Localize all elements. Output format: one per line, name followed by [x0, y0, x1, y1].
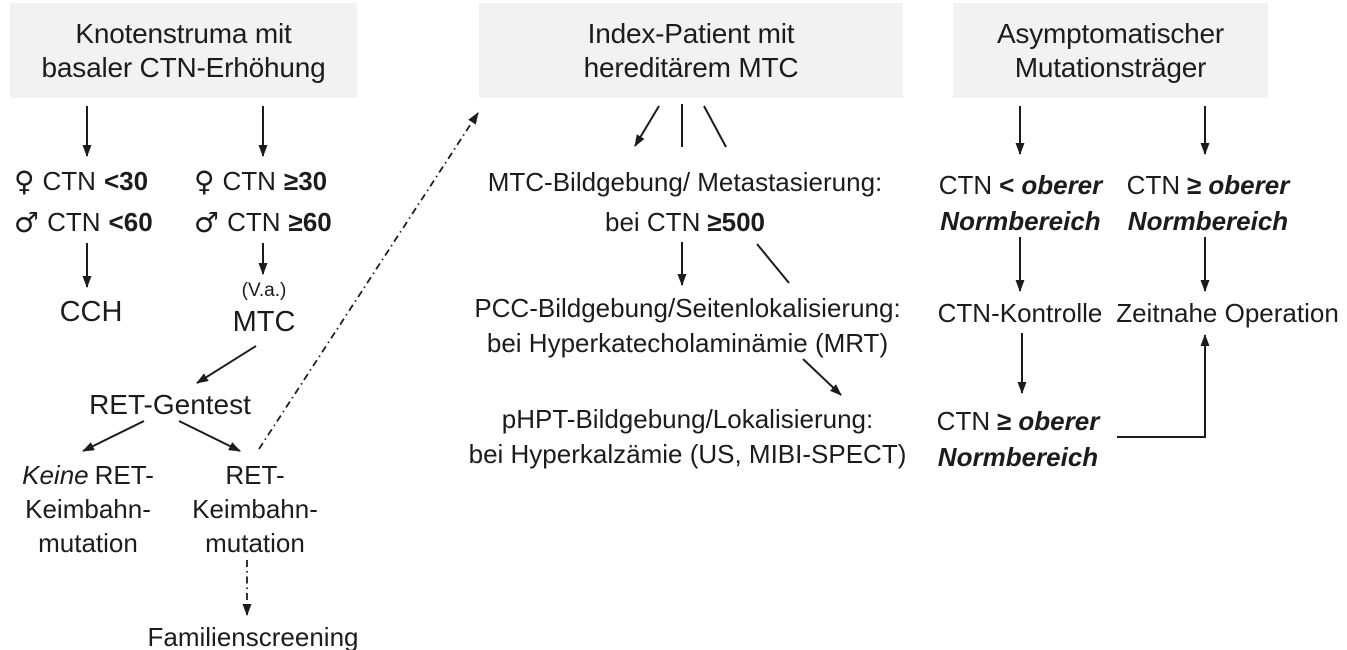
arrow-rettest-to-no-germline — [82, 420, 145, 452]
node-operation: Zeitnahe Operation — [1116, 298, 1339, 328]
male-icon: ♂ — [194, 205, 220, 239]
no-germline-line2: Keimbahn- — [25, 494, 151, 524]
criteria-low-block: ♀ CTN <30 ♂ CTN <60 — [14, 161, 153, 243]
node-no-germline-mutation: Keine RET- Keimbahn- mutation — [7, 458, 169, 560]
header-knotenstruma-line1: Knotenstruma mit — [75, 17, 292, 49]
node-phpt-imaging: pHPT-Bildgebung/Lokalisierung: bei Hyper… — [455, 402, 920, 472]
ctn-rise-term2: Normbereich — [937, 442, 1099, 472]
criteria-high-male: ♂ CTN ≥60 — [194, 202, 332, 243]
ctn-above-op: ≥ — [1187, 170, 1202, 200]
ctn-above-term2: Normbereich — [1127, 206, 1289, 236]
arrow-pcc-to-phpt — [802, 358, 842, 396]
no-germline-line1: Keine RET- — [7, 458, 169, 492]
ctn-above-line1: CTN ≥ oberer — [1118, 167, 1298, 203]
ctn-above-label: CTN — [1126, 170, 1181, 200]
header-knotenstruma-line2: basaler CTN-Erhöhung — [41, 51, 326, 83]
node-ctn-below-normal: CTN < oberer Normbereich — [928, 167, 1113, 239]
header-index-line1: Index-Patient mit — [587, 17, 795, 49]
header-knotenstruma: Knotenstruma mit basaler CTN-Erhöhung — [10, 3, 357, 98]
mtc-imaging-line2-value: ≥500 — [707, 207, 765, 237]
germline-line1: RET- — [225, 460, 285, 490]
line-mtc-imaging-diagonal — [756, 243, 790, 284]
criteria-high-female-value: ≥30 — [283, 166, 328, 196]
ctn-below-op: < — [999, 170, 1015, 200]
phpt-imaging-line1: pHPT-Bildgebung/Lokalisierung: — [501, 404, 874, 434]
node-cch: CCH — [59, 296, 123, 328]
ctn-rise-line1: CTN ≥ oberer — [928, 403, 1108, 439]
criteria-high-male-label: CTN — [227, 207, 281, 237]
ctn-rise-label: CTN — [936, 406, 991, 436]
criteria-high-male-value: ≥60 — [288, 207, 332, 237]
criteria-high-female-label: CTN — [222, 166, 276, 196]
node-ret-gentest: RET-Gentest — [89, 389, 251, 420]
node-mtc-imaging: MTC-Bildgebung/ Metastasierung: bei CTN … — [460, 162, 910, 242]
mtc-imaging-line1: MTC-Bildgebung/ Metastasierung: — [487, 167, 883, 197]
ctn-below-term2: Normbereich — [940, 206, 1101, 236]
node-mtc: MTC — [232, 306, 296, 338]
criteria-low-female-label: CTN — [42, 166, 96, 196]
header-index-patient: Index-Patient mit hereditärem MTC — [479, 3, 903, 98]
ctn-below-label: CTN — [938, 170, 993, 200]
criteria-low-female: ♀ CTN <30 — [14, 161, 153, 202]
ctn-below-line1: CTN < oberer — [928, 167, 1113, 203]
phpt-imaging-line2: bei Hyperkalzämie (US, MIBI-SPECT) — [468, 439, 907, 469]
line-index-diagonal-right — [703, 105, 727, 148]
ctn-rise-op: ≥ — [997, 406, 1012, 436]
node-pcc-imaging: PCC-Bildgebung/Seitenlokalisierung: bei … — [455, 291, 920, 361]
node-ctn-control: CTN-Kontrolle — [937, 298, 1103, 328]
pcc-imaging-line2: bei Hyperkatecholaminämie (MRT) — [486, 328, 889, 358]
arrow-rise-to-operation — [1117, 334, 1210, 438]
header-index-line2: hereditärem MTC — [583, 51, 799, 83]
ctn-above-term1: oberer — [1208, 170, 1290, 200]
criteria-low-female-value: <30 — [103, 166, 149, 196]
arrow-index-to-mtc-imaging — [634, 105, 660, 147]
node-family-screening: Familienscreening — [147, 622, 359, 650]
germline-line2: Keimbahn- — [192, 494, 318, 524]
arrow-rettest-to-germline — [178, 420, 241, 452]
header-asym-line2: Mutationsträger — [1014, 51, 1207, 83]
node-ctn-above-normal: CTN ≥ oberer Normbereich — [1118, 167, 1298, 239]
mtc-imaging-line2-label: bei CTN — [604, 207, 701, 237]
ctn-below-term1: oberer — [1021, 170, 1103, 200]
criteria-low-male: ♂ CTN <60 — [14, 202, 153, 243]
germline-line3: mutation — [205, 528, 305, 558]
arrow-germline-to-index-patient — [258, 112, 479, 450]
criteria-low-male-label: CTN — [47, 207, 101, 237]
node-germline-mutation: RET- Keimbahn- mutation — [175, 458, 335, 560]
criteria-high-female: ♀ CTN ≥30 — [194, 161, 332, 202]
node-ctn-rise: CTN ≥ oberer Normbereich — [928, 403, 1108, 475]
pcc-imaging-line1: PCC-Bildgebung/Seitenlokalisierung: — [474, 293, 901, 323]
no-germline-line3: mutation — [38, 528, 138, 558]
female-icon: ♀ — [194, 164, 215, 198]
header-asym-line1: Asymptomatischer — [996, 17, 1225, 49]
no-germline-keine: Keine — [22, 460, 89, 490]
no-germline-ret: RET- — [94, 460, 154, 490]
criteria-high-block: ♀ CTN ≥30 ♂ CTN ≥60 — [194, 161, 332, 243]
header-asymptomatic-carrier: Asymptomatischer Mutationsträger — [953, 3, 1268, 98]
ctn-rise-term1: oberer — [1018, 406, 1100, 436]
mtc-imaging-line2: bei CTN ≥500 — [460, 202, 910, 242]
criteria-low-male-value: <60 — [108, 207, 153, 237]
male-icon: ♂ — [14, 205, 40, 239]
node-suspicion: (V.a.) — [241, 280, 287, 301]
arrow-mtc-to-rettest — [196, 345, 257, 384]
female-icon: ♀ — [14, 164, 35, 198]
